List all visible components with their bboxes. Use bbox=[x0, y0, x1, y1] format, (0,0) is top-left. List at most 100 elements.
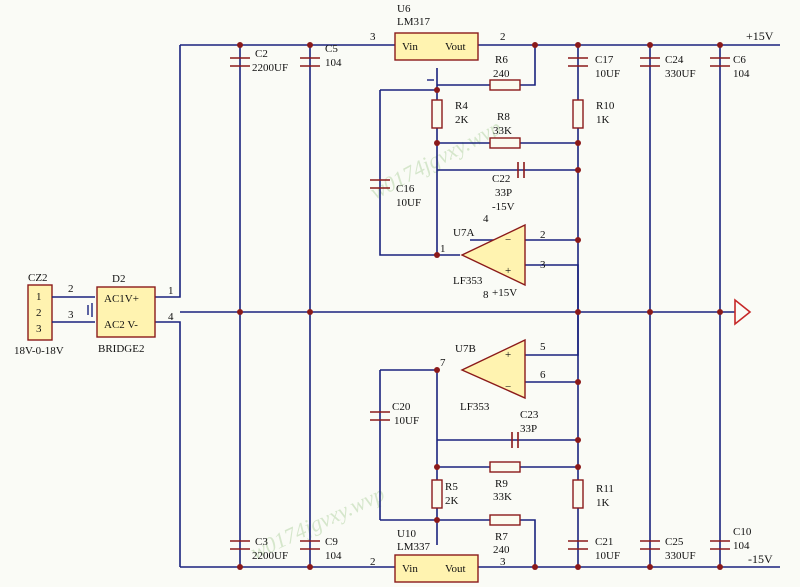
r4-value: 2K bbox=[455, 114, 469, 126]
r6-value: 240 bbox=[493, 68, 510, 80]
c23-value: 33P bbox=[520, 423, 537, 435]
regulator-u10: U10 LM337 Vin Vout 2 3 bbox=[370, 528, 506, 583]
opamp-u7b: U7B LF353 + − 7 5 6 bbox=[440, 338, 546, 413]
r6-ref: R6 bbox=[495, 54, 508, 66]
r7-ref: R7 bbox=[495, 531, 508, 543]
r11-value: 1K bbox=[596, 497, 610, 509]
r9-value: 33K bbox=[493, 491, 512, 503]
u7a-part: LF353 bbox=[453, 275, 483, 287]
c24-value: 330UF bbox=[665, 68, 696, 80]
bridge-d2: D2 AC1V+ AC2 V- BRIDGE2 1 4 bbox=[96, 273, 174, 355]
r5-ref: R5 bbox=[445, 481, 458, 493]
u7b-pin-inv: 6 bbox=[540, 369, 546, 381]
r8-value: 33K bbox=[493, 125, 512, 137]
u10-vin: Vin bbox=[402, 563, 418, 575]
cz2-pin-1: 1 bbox=[36, 291, 42, 303]
d2-ac2: AC2 V- bbox=[104, 319, 138, 331]
u7b-pin-out: 7 bbox=[440, 357, 446, 369]
c22-ref: C22 bbox=[492, 173, 510, 185]
u6-vin: Vin bbox=[402, 41, 418, 53]
u7a-pin-noninv: 3 bbox=[540, 259, 546, 271]
u6-ref: U6 bbox=[397, 3, 411, 15]
c5-value: 104 bbox=[325, 57, 342, 69]
bridge-pin-1-label: 1 bbox=[168, 285, 174, 297]
c5-ref: C5 bbox=[325, 43, 338, 55]
c16-ref: C16 bbox=[396, 183, 415, 195]
bridge-pin-3-label: 3 bbox=[68, 309, 74, 321]
junctions bbox=[237, 42, 723, 570]
c21-value: 10UF bbox=[595, 550, 620, 562]
u10-part: LM337 bbox=[397, 541, 431, 553]
resistor-symbols bbox=[431, 79, 584, 526]
cz2-pin-2: 2 bbox=[36, 307, 42, 319]
connector-cz2: CZ2 1 2 3 18V-0-18V bbox=[14, 272, 95, 357]
c20-value: 10UF bbox=[394, 415, 419, 427]
c3-ref: C3 bbox=[255, 536, 268, 548]
ground-symbol bbox=[734, 298, 752, 326]
c22-value: 33P bbox=[495, 187, 512, 199]
c21-ref: C21 bbox=[595, 536, 613, 548]
u7a-pin-4: 4 bbox=[483, 213, 489, 225]
d2-part: BRIDGE2 bbox=[98, 343, 144, 355]
c23-ref: C23 bbox=[520, 409, 539, 421]
svg-text:−: − bbox=[505, 381, 511, 393]
c9-value: 104 bbox=[325, 550, 342, 562]
capacitor-symbols bbox=[230, 57, 730, 550]
r7-value: 240 bbox=[493, 544, 510, 556]
d2-ac1: AC1V+ bbox=[104, 293, 139, 305]
r9-ref: R9 bbox=[495, 478, 508, 490]
c3-value: 2200UF bbox=[252, 550, 288, 562]
c16-value: 10UF bbox=[396, 197, 421, 209]
bridge-pin-4-label: 4 bbox=[168, 311, 174, 323]
c17-value: 10UF bbox=[595, 68, 620, 80]
u7a-supply-neg: -15V bbox=[492, 201, 515, 213]
c25-ref: C25 bbox=[665, 536, 684, 548]
r4-ref: R4 bbox=[455, 100, 468, 112]
u7b-ref: U7B bbox=[455, 343, 476, 355]
c6-ref: C6 bbox=[733, 54, 746, 66]
u10-pin-out: 3 bbox=[500, 556, 506, 568]
pos-rail-label: +15V bbox=[746, 29, 774, 43]
u7b-part: LF353 bbox=[460, 401, 490, 413]
d2-ref: D2 bbox=[112, 273, 125, 285]
r10-ref: R10 bbox=[596, 100, 615, 112]
u10-vout: Vout bbox=[445, 563, 466, 575]
u10-ref: U10 bbox=[397, 528, 416, 540]
u10-pin-in: 2 bbox=[370, 556, 376, 568]
component-labels: C2 2200UF C5 104 C17 10UF C24 330UF C6 1… bbox=[252, 43, 752, 562]
c6-value: 104 bbox=[733, 68, 750, 80]
neg-rail-label: -15V bbox=[748, 552, 773, 566]
r8-ref: R8 bbox=[497, 111, 510, 123]
regulator-u6: U6 LM317 Vin Vout 3 2 bbox=[370, 3, 506, 81]
u7a-supply-pos: +15V bbox=[492, 287, 517, 299]
c2-ref: C2 bbox=[255, 48, 268, 60]
c25-value: 330UF bbox=[665, 550, 696, 562]
opamp-u7a: U7A LF353 − + 1 2 3 4 8 -15V +15V bbox=[440, 201, 546, 301]
bridge-pin-2-label: 2 bbox=[68, 283, 74, 295]
cz2-pin-3: 3 bbox=[36, 323, 42, 335]
c10-ref: C10 bbox=[733, 526, 752, 538]
u7a-ref: U7A bbox=[453, 227, 474, 239]
cz2-ref: CZ2 bbox=[28, 272, 48, 284]
u6-pin-out: 2 bbox=[500, 31, 506, 43]
u7a-pin-8: 8 bbox=[483, 289, 489, 301]
u7a-pin-out: 1 bbox=[440, 243, 446, 255]
r11-ref: R11 bbox=[596, 483, 614, 495]
c2-value: 2200UF bbox=[252, 62, 288, 74]
svg-text:+: + bbox=[505, 265, 511, 277]
c17-ref: C17 bbox=[595, 54, 614, 66]
r5-value: 2K bbox=[445, 495, 459, 507]
u7a-pin-inv: 2 bbox=[540, 229, 546, 241]
svg-text:+: + bbox=[505, 349, 511, 361]
c10-value: 104 bbox=[733, 540, 750, 552]
c20-ref: C20 bbox=[392, 401, 411, 413]
r10-value: 1K bbox=[596, 114, 610, 126]
c24-ref: C24 bbox=[665, 54, 684, 66]
cz2-label: 18V-0-18V bbox=[14, 345, 64, 357]
u6-vout: Vout bbox=[445, 41, 466, 53]
svg-text:−: − bbox=[505, 234, 511, 246]
c9-ref: C9 bbox=[325, 536, 338, 548]
u6-part: LM317 bbox=[397, 16, 431, 28]
u6-pin-in: 3 bbox=[370, 31, 376, 43]
